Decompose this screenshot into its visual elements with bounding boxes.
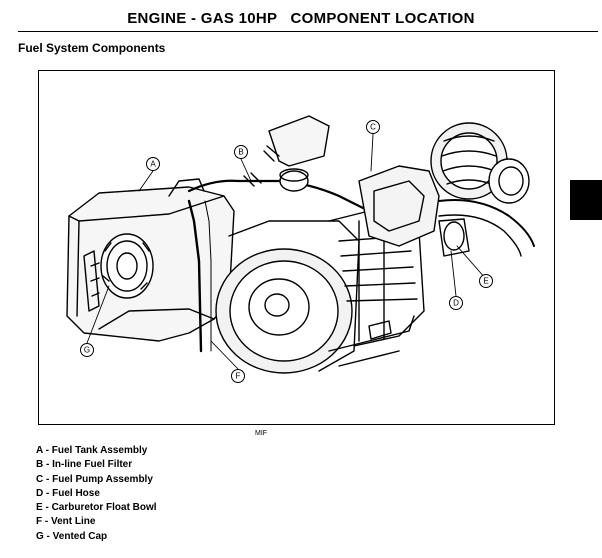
legend-item: E - Carburetor Float Bowl [36, 501, 157, 515]
callout-e-label: E [483, 277, 488, 286]
engine-illustration: A B C D E F G [38, 70, 555, 425]
callout-b-circle [234, 145, 248, 159]
callout-c-label: C [370, 123, 376, 132]
legend-separator: - [42, 502, 52, 514]
callout-a-circle [146, 157, 160, 171]
figure-code: MIF [255, 430, 268, 437]
legend-separator: - [42, 516, 51, 528]
legend-key: F [36, 516, 43, 528]
callout-d-circle [449, 296, 463, 310]
page-title: ENGINE - GAS 10HP COMPONENT LOCATION [127, 10, 475, 27]
callout-g-circle [80, 343, 94, 357]
legend-key: B [36, 459, 44, 471]
callout-e-circle [479, 274, 493, 288]
legend-item: G - Vented Cap [36, 530, 157, 544]
engine-drawing: A B C D E F G [66, 115, 535, 383]
legend-key: E [36, 502, 43, 514]
legend-list: A - Fuel Tank Assembly B - In-line Fuel … [36, 444, 157, 544]
callout-b-label: B [238, 148, 243, 157]
callout-markers [80, 120, 493, 383]
legend-label: Fuel Tank Assembly [51, 445, 148, 456]
legend-item: A - Fuel Tank Assembly [36, 444, 157, 458]
legend-item: F - Vent Line [36, 515, 157, 529]
callout-f-circle [231, 369, 245, 383]
legend-label: Fuel Hose [52, 487, 100, 499]
legend-key: D [36, 487, 44, 499]
legend-label: In-line Fuel Filter [52, 459, 133, 471]
legend-item: C - Fuel Pump Assembly [36, 473, 157, 487]
legend-separator: - [43, 473, 53, 485]
legend-item: D - Fuel Hose [36, 487, 157, 501]
legend-key: G [36, 530, 44, 542]
legend-item: B - In-line Fuel Filter [36, 458, 157, 472]
legend-separator: - [43, 530, 53, 542]
section-tab-marker [570, 180, 602, 220]
title-rule [18, 31, 598, 32]
callout-a-label: A [150, 160, 156, 169]
callout-d-label: D [453, 299, 459, 308]
legend-key: C [36, 473, 44, 485]
callout-g-label: G [84, 346, 90, 355]
legend-label: Vent Line [51, 516, 96, 528]
callout-f-label: F [236, 372, 241, 381]
legend-label: Vented Cap [52, 530, 108, 542]
legend-key: A [36, 445, 43, 456]
section-title: Fuel System Components [18, 41, 166, 55]
legend-separator: - [42, 445, 52, 456]
callout-c-circle [366, 120, 380, 134]
legend-label: Fuel Pump Assembly [52, 473, 153, 485]
legend-separator: - [43, 487, 53, 499]
legend-separator: - [43, 459, 53, 471]
legend-label: Carburetor Float Bowl [51, 502, 157, 514]
